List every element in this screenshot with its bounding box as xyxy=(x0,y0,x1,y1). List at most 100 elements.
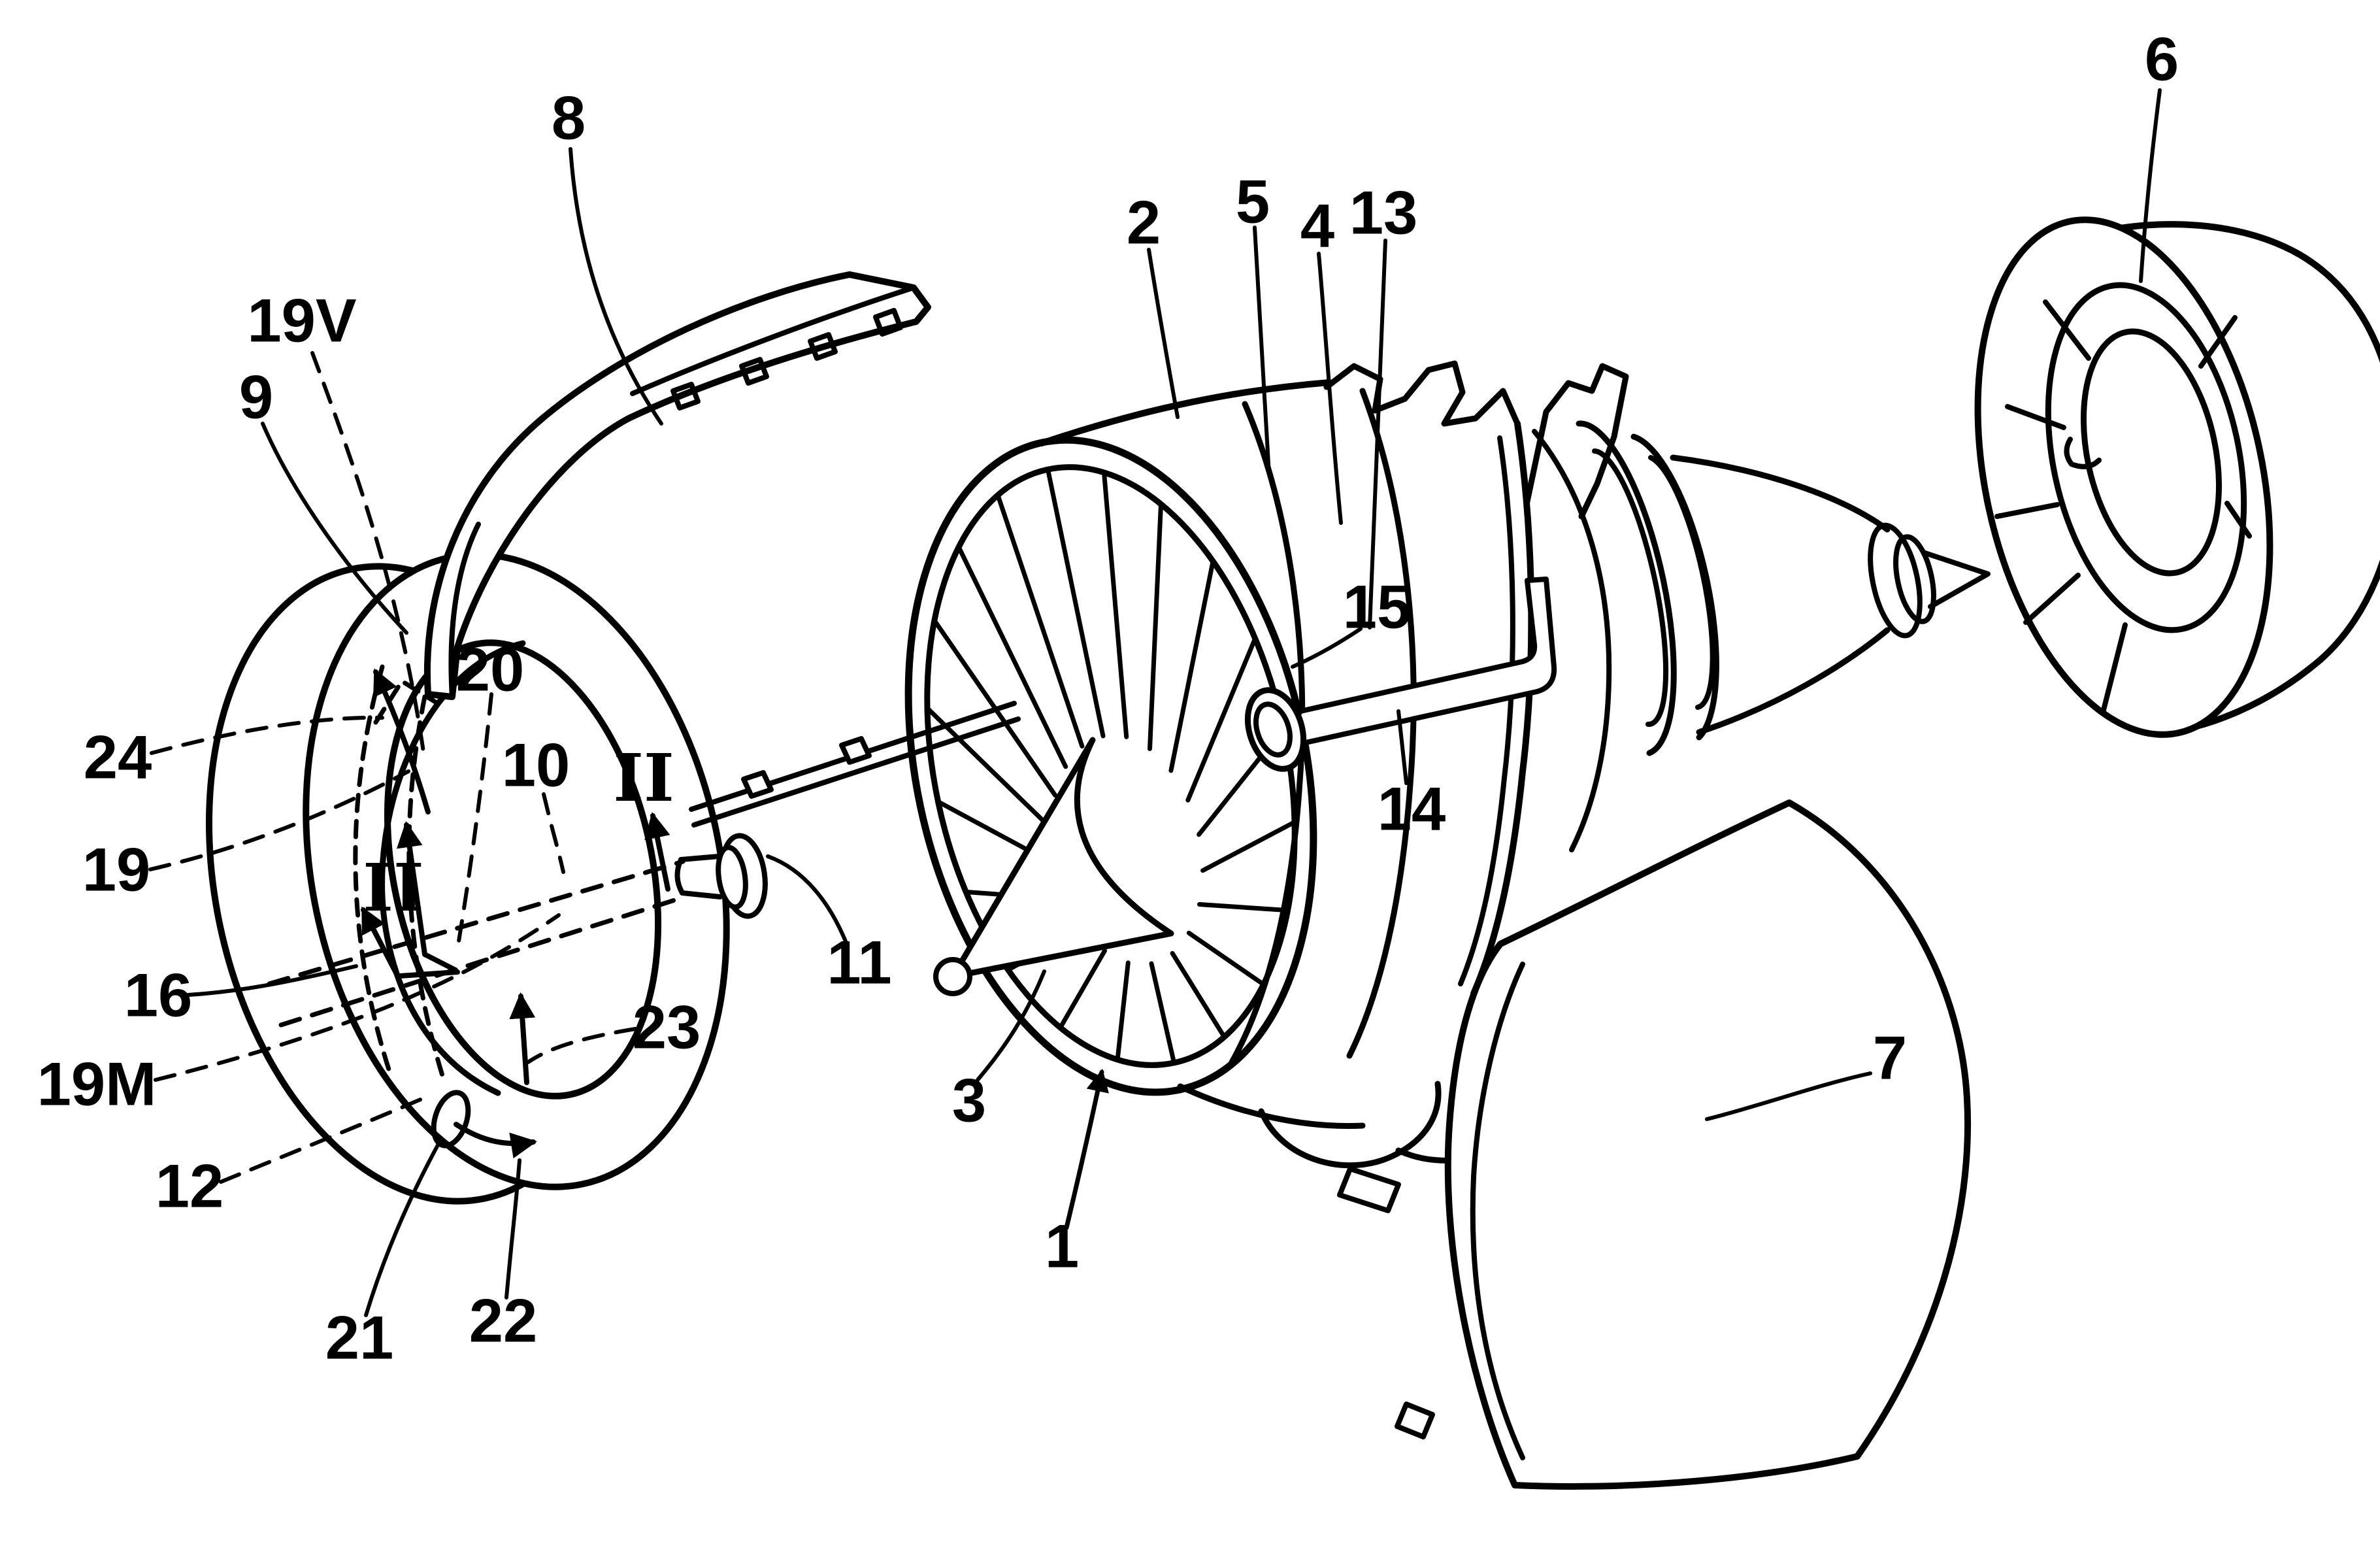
ref-label-22: 22 xyxy=(469,1286,538,1355)
fan-blade xyxy=(1168,560,1215,773)
leader-14 xyxy=(1397,709,1408,785)
leader-21 xyxy=(364,1141,441,1317)
circumferential-arrow xyxy=(373,668,431,814)
section-II-right-arrow xyxy=(644,812,670,892)
cowl-panel-8 xyxy=(423,271,931,700)
fan-blade xyxy=(1148,503,1163,751)
nozzle-ring-slot xyxy=(2064,437,2102,469)
arrow-23-up xyxy=(509,992,536,1085)
leader-2 xyxy=(1147,248,1180,419)
ref-label-15: 15 xyxy=(1343,573,1412,641)
panel-8-rail xyxy=(630,285,916,396)
panel-8-tab xyxy=(873,308,903,337)
fan-blade xyxy=(1170,950,1226,1039)
exhaust-cone xyxy=(1923,550,1991,609)
lower-lobe-front xyxy=(1258,1081,1442,1169)
ref-label-21: 21 xyxy=(325,1303,394,1372)
ref-label-10: 10 xyxy=(502,731,570,799)
hinge-rod-and-pin xyxy=(674,701,1021,919)
ref-label-13: 13 xyxy=(1349,178,1418,247)
ref-label-7: 7 xyxy=(1873,1024,1907,1092)
spinner-tip xyxy=(933,957,972,996)
leader-9 xyxy=(261,422,408,635)
ring-13-inner xyxy=(1648,455,1715,710)
panel-8-tab xyxy=(670,382,701,411)
core-rear-flange-outer xyxy=(1868,522,1923,639)
fan-blade xyxy=(996,494,1085,749)
ref-label-19M: 19M xyxy=(37,1050,157,1118)
hinge-axis-lower xyxy=(278,894,687,1028)
ref-label-11: 11 xyxy=(827,928,891,997)
leader-13 xyxy=(1368,239,1387,629)
ring-4-outer xyxy=(1576,420,1677,756)
nozzle-spoke xyxy=(1994,502,2060,519)
leader-20 xyxy=(455,692,493,951)
nozzle-spoke xyxy=(2005,404,2066,430)
case-mid-band xyxy=(1346,388,1417,1059)
ref-label-14: 14 xyxy=(1378,775,1446,843)
panel-7-tab xyxy=(1395,1402,1435,1439)
core-rear-flange-inner xyxy=(1893,534,1936,624)
leader-7 xyxy=(1705,1071,1872,1121)
leader-lines xyxy=(148,88,2162,1317)
ref-label-8: 8 xyxy=(552,84,586,152)
hidden-vane-corner-bracket xyxy=(373,679,439,725)
core-cowl-top xyxy=(1670,454,1891,533)
nozzle-spoke xyxy=(2043,299,2091,361)
ref-label-4: 4 xyxy=(1300,192,1334,260)
leader-12 xyxy=(219,1096,425,1184)
case-core-transition xyxy=(1532,429,1612,852)
drain-hole-21 xyxy=(431,1090,471,1149)
ring-bore-front-edge xyxy=(384,639,662,1099)
spinner-cone xyxy=(950,737,1174,980)
hinge-axis-upper xyxy=(267,859,686,986)
leader-10 xyxy=(542,792,565,874)
ref-label-5: 5 xyxy=(1236,167,1270,236)
hinge-rod-cleat xyxy=(839,736,872,765)
leader-22 xyxy=(504,1158,521,1300)
mount-bracket xyxy=(1523,363,1629,520)
leader-3 xyxy=(976,969,1046,1082)
ref-label-16: 16 xyxy=(124,961,193,1030)
fan-blade xyxy=(1149,961,1176,1064)
case-rear-inner-edge xyxy=(1458,435,1515,986)
nozzle-spoke xyxy=(2198,315,2238,369)
ref-label-2: 2 xyxy=(1127,188,1161,257)
ring-13-outer xyxy=(1630,433,1719,741)
ref-label-3: 3 xyxy=(952,1066,986,1135)
section-II-left-arrow xyxy=(361,906,400,978)
leader-19V xyxy=(310,351,425,754)
panel-8-tab xyxy=(739,357,769,386)
nozzle-spoke xyxy=(2100,622,2128,715)
fan-blade xyxy=(933,620,1058,797)
fan-blade xyxy=(1186,930,1265,986)
panel-7-body xyxy=(1444,799,1972,1490)
hinge-rod-cleat xyxy=(741,770,774,799)
leader-arrow-1 xyxy=(1064,1068,1109,1230)
nozzle-spoke xyxy=(2023,573,2081,625)
case-rear-edge xyxy=(1470,420,1535,997)
inlet-attachment-ring xyxy=(205,551,730,1205)
ref-label-19V: 19V xyxy=(247,286,357,355)
ref-label-20: 20 xyxy=(456,635,525,704)
leader-6 xyxy=(2139,88,2162,283)
leader-5 xyxy=(1253,226,1271,477)
leader-15 xyxy=(1291,627,1363,669)
lower-lobe-plate xyxy=(1337,1166,1401,1213)
fan-blade xyxy=(1200,820,1296,873)
ref-label-II: II xyxy=(613,739,674,816)
vane-direction-arrow-foot xyxy=(422,952,458,973)
ref-label-II: II xyxy=(363,849,424,926)
leader-19M xyxy=(154,913,561,1082)
panel-8-tab xyxy=(808,332,838,361)
engine-assembly xyxy=(904,360,1991,1213)
ref-label-6: 6 xyxy=(2145,25,2179,93)
leader-11 xyxy=(766,854,849,947)
fan-blade xyxy=(957,546,1068,769)
pin-shank-end xyxy=(674,857,685,896)
cowl-panel-7 xyxy=(1395,799,1972,1490)
case-bottom-edge xyxy=(1177,1083,1366,1129)
nozzle-spoke xyxy=(2224,501,2252,539)
